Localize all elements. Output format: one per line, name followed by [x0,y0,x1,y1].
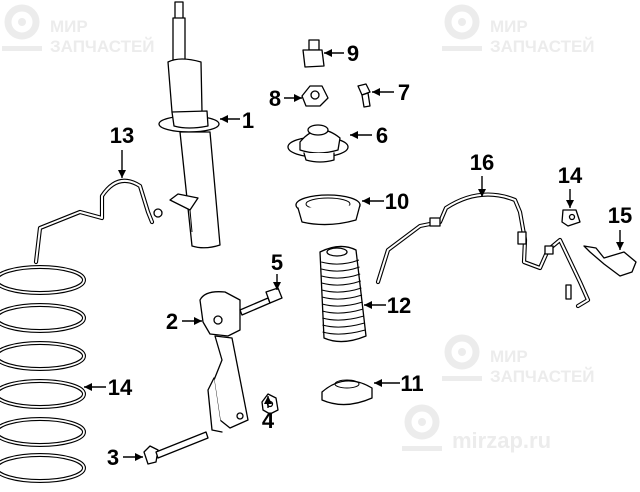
callout-label: 14 [108,375,133,400]
arrowhead-icon [362,197,370,205]
knuckle-bracket [199,291,249,433]
callout-label: 4 [262,408,275,433]
callout-c14a: 14 [84,375,133,400]
callout-label: 1 [242,108,254,133]
callout-c9: 9 [324,41,359,66]
arrowhead-icon [264,396,272,404]
callout-label: 8 [269,86,281,111]
strut-mount-6 [287,124,349,163]
bolt-5 [239,287,283,316]
spring-seat-10 [295,194,361,226]
arrowhead-icon [372,88,380,96]
sensor-wire-13 [33,178,163,265]
watermark-layer: МИРЗАПЧАСТЕЙМИРЗАПЧАСТЕЙМИРЗАПЧАСТЕЙmirz… [2,4,595,453]
callout-label: 13 [110,123,134,148]
clip-14 [561,209,581,227]
callout-label: 12 [387,293,411,318]
watermark-brand-line1: МИР [50,17,88,36]
arrowhead-icon [294,94,302,102]
arrowhead-icon [324,49,332,57]
watermark-brand-line1: МИР [490,347,528,366]
arrowhead-icon [374,379,382,387]
callout-label: 11 [400,371,423,396]
watermark-brand-line2: ЗАПЧАСТЕЙ [490,37,595,56]
watermark: mirzap.ru [402,404,551,453]
arrowhead-icon [84,383,92,391]
sensor-wire-16 [375,192,591,309]
bump-stop-11 [321,379,373,406]
callout-label: 14 [558,163,583,188]
callout-label: 15 [608,203,632,228]
callout-c8: 8 [269,86,302,111]
arrowhead-icon [118,170,126,178]
bolt-7 [357,83,371,108]
arrowhead-icon [273,282,281,290]
callout-label: 10 [385,189,409,214]
arrowhead-icon [364,301,372,309]
callout-c6: 6 [350,123,388,148]
callout-label: 3 [107,445,119,470]
bracket-15 [583,245,637,277]
callout-c12: 12 [364,293,411,318]
callout-c13: 13 [110,123,134,178]
arrowhead-icon [350,131,358,139]
nut-8 [301,85,329,107]
callout-c11: 11 [374,371,424,396]
callout-label: 6 [376,123,388,148]
callout-label: 16 [470,150,494,175]
callout-label: 2 [166,309,178,334]
bolt-3 [143,431,209,465]
callout-c3: 3 [107,445,143,470]
callout-c1: 1 [220,108,254,133]
callout-c2: 2 [166,309,202,334]
arrowhead-icon [616,242,624,250]
strut-assembly [158,1,221,249]
watermark-brand-line2: ЗАПЧАСТЕЙ [50,37,155,56]
callout-c16: 16 [470,150,494,197]
arrowhead-icon [566,200,574,208]
callout-c14b: 14 [558,163,583,208]
arrowhead-icon [194,317,202,325]
dust-boot-12 [319,245,367,343]
arrowhead-icon [220,115,228,123]
arrowhead-icon [478,189,486,197]
watermark-brand-line2: ЗАПЧАСТЕЙ [490,367,595,386]
arrowhead-icon [135,453,143,461]
coil-spring [0,265,86,483]
callout-c10: 10 [362,189,409,214]
callout-label: 7 [398,80,410,105]
callout-c5: 5 [271,250,283,290]
callout-label: 5 [271,250,283,275]
nut-9 [302,39,325,68]
callout-c7: 7 [372,80,410,105]
callout-label: 9 [347,41,359,66]
callout-c4: 4 [262,396,275,433]
watermark-brand-line1: МИР [490,17,528,36]
watermark-domain: mirzap.ru [452,428,551,453]
callout-c15: 15 [608,203,632,250]
